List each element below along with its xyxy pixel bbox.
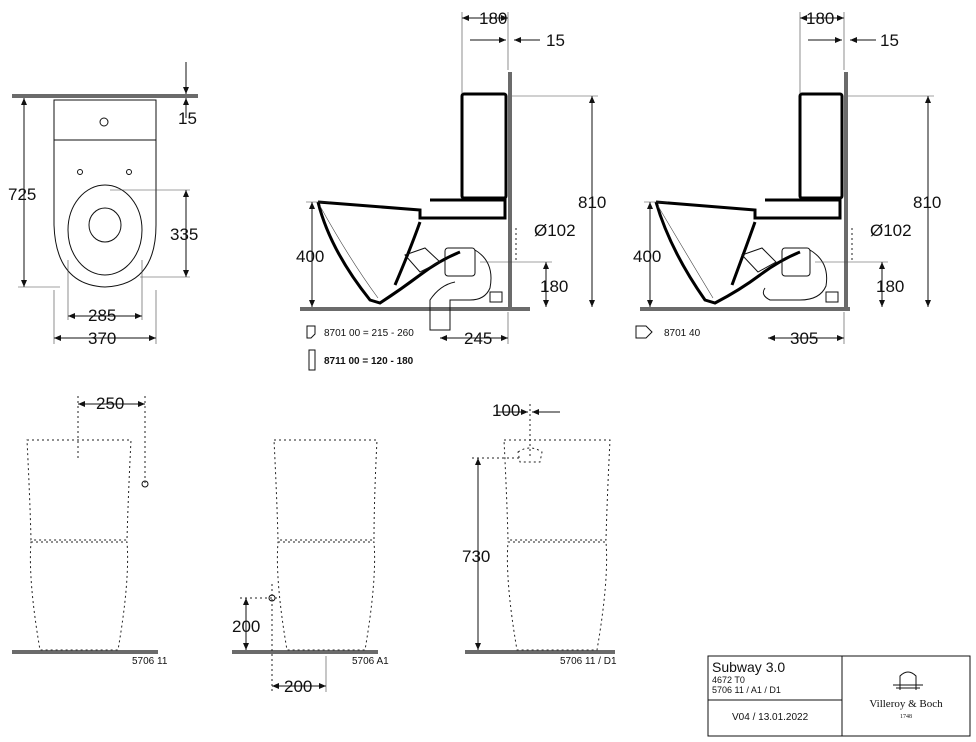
pan-front-a xyxy=(29,541,129,651)
accessory-3: 8701 40 xyxy=(664,328,701,339)
dim-outlet-distance-a: 245 xyxy=(464,329,492,348)
dim-outlet-height-a: 180 xyxy=(540,277,568,296)
dim-seat-height-a: 400 xyxy=(296,247,324,266)
dim-wall-gap: 15 xyxy=(178,109,197,128)
accessory-icon-2 xyxy=(308,349,316,371)
brand-year: 1748 xyxy=(900,714,912,720)
accessory-icon-3 xyxy=(635,325,653,339)
version-date: V04 / 13.01.2022 xyxy=(732,712,809,723)
dim-pipe-a: Ø102 xyxy=(534,221,576,240)
product-name: Subway 3.0 xyxy=(712,659,785,675)
dim-height-b: 810 xyxy=(913,193,941,212)
product-code-1: 4672 T0 xyxy=(712,675,745,685)
cistern-front-c xyxy=(503,439,611,541)
wall-b xyxy=(844,72,848,308)
dim-cistern-b: 180 xyxy=(806,9,834,28)
wall-bar xyxy=(12,94,198,98)
pan-front-c xyxy=(506,541,608,651)
side-view-b: 180 15 810 400 Ø102 180 305 8701 40 xyxy=(633,9,941,348)
bowl-outline xyxy=(53,99,157,288)
dim-outlet-distance-b: 305 xyxy=(790,329,818,348)
bowl-b xyxy=(654,201,801,305)
dim-gap-b: 15 xyxy=(880,31,899,50)
dim-offset-c: 100 xyxy=(492,401,520,420)
cistern-b xyxy=(798,92,844,200)
code-a: 5706 11 xyxy=(132,656,168,667)
side-view-a: 180 15 810 400 Ø102 180 245 8701 00 = 21… xyxy=(296,9,606,371)
dim-depth: 725 xyxy=(8,185,36,204)
dim-height-c: 730 xyxy=(462,547,490,566)
brand-name: Villeroy & Boch xyxy=(869,698,943,710)
seat-opening xyxy=(67,184,143,276)
cistern-front-a xyxy=(26,439,132,541)
dim-offset-a: 250 xyxy=(96,394,124,413)
dim-gap-a: 15 xyxy=(546,31,565,50)
flush-button xyxy=(99,117,109,127)
dim-cistern-a: 180 xyxy=(479,9,507,28)
title-block: Subway 3.0 4672 T0 5706 11 / A1 / D1 V04… xyxy=(707,655,971,737)
accessory-2: 8711 00 = 120 - 180 xyxy=(324,356,414,367)
wall-a xyxy=(508,72,512,308)
dim-pipe-b: Ø102 xyxy=(870,221,912,240)
top-view: 725 335 15 285 370 xyxy=(8,62,198,348)
pan-front-b xyxy=(276,541,376,651)
pipe-b xyxy=(762,249,828,301)
cistern-front-b xyxy=(273,439,378,541)
front-view-a: 250 5706 11 xyxy=(12,394,168,667)
dim-outlet-height-b: 180 xyxy=(876,277,904,296)
accessory-icon-1 xyxy=(306,325,316,339)
dim-height-b-front: 200 xyxy=(232,617,260,636)
dim-hole-depth: 335 xyxy=(170,225,198,244)
dim-total-width: 370 xyxy=(88,329,116,348)
dim-seat-height-b: 400 xyxy=(633,247,661,266)
product-code-2: 5706 11 / A1 / D1 xyxy=(712,685,781,695)
front-view-b: 200 200 5706 A1 xyxy=(232,439,389,696)
dim-offset-b: 200 xyxy=(284,677,312,696)
dim-height-a: 810 xyxy=(578,193,606,212)
code-b: 5706 A1 xyxy=(352,656,389,667)
cistern-a xyxy=(460,92,508,200)
dim-seat-width: 285 xyxy=(88,306,116,325)
code-c: 5706 11 / D1 xyxy=(560,656,617,667)
brand-logo-icon xyxy=(893,671,923,690)
accessory-1: 8701 00 = 215 - 260 xyxy=(324,328,414,339)
front-view-c: 100 730 5706 11 / D1 xyxy=(462,401,617,667)
pipe-a xyxy=(429,249,492,331)
